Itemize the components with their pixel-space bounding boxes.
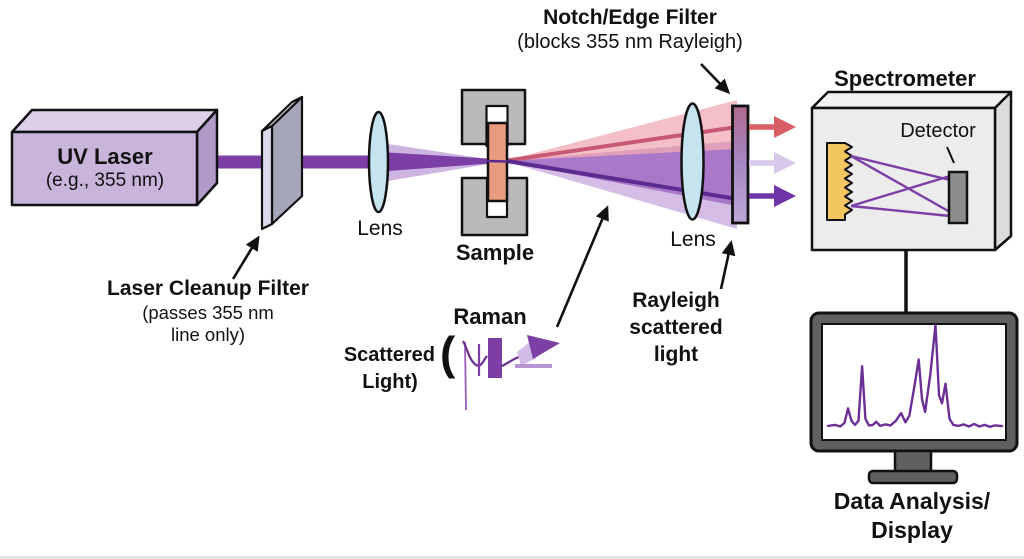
raman-open-paren: (: [440, 327, 456, 379]
cleanup-filter-arrow: [231, 235, 260, 280]
focused-beam: [388, 144, 504, 181]
rayleigh-light-arrow: [719, 240, 736, 290]
notch-filter-title: Notch/Edge Filter: [543, 6, 717, 29]
uv-laser-box: [10, 108, 219, 207]
uv-laser-label: UV Laser (e.g., 355 nm): [14, 144, 196, 192]
stokes-arrow: [749, 185, 796, 207]
diffraction-grating-icon: [826, 142, 853, 221]
cleanup-filter-sub2: line only): [170, 323, 246, 345]
image-bottom-edge: [0, 556, 1024, 559]
cleanup-filter-sub1: (passes 355 nm: [142, 301, 274, 323]
cleanup-filter-label: Laser Cleanup Filter (passes 355 nm line…: [85, 277, 331, 345]
collection-lens: [680, 102, 705, 221]
raman-light-arrow: [555, 205, 609, 328]
attenuated-rayleigh-arrow: [749, 152, 796, 174]
sample-label: Sample: [455, 240, 535, 265]
raman-light: Light): [362, 371, 418, 393]
raman-scattered: Scattered: [343, 344, 435, 366]
notch-filter-arrow: [700, 63, 731, 95]
uv-laser-title: UV Laser: [57, 144, 153, 169]
filtered-output-arrows: [749, 116, 796, 207]
notch-edge-filter: [731, 104, 750, 225]
sample-holder: [460, 88, 529, 237]
detector-pointer-line: [946, 146, 955, 164]
uv-laser-subtitle: (e.g., 355 nm): [45, 169, 165, 191]
annotation-arrows: [231, 63, 736, 328]
anti-stokes-arrow: [749, 116, 796, 138]
raman-title: Raman: [453, 304, 527, 329]
detector-label: Detector: [900, 120, 976, 142]
lens1-label: Lens: [357, 217, 403, 240]
notch-filter-label: Notch/Edge Filter (blocks 355 nm Rayleig…: [490, 6, 770, 54]
cleanup-filter-title: Laser Cleanup Filter: [107, 277, 309, 300]
notch-filter-sub: (blocks 355 nm Rayleigh): [517, 30, 743, 53]
spectrum-trace: [826, 323, 1004, 428]
detector-chip: [946, 146, 969, 225]
spectrometer-label: Spectrometer: [834, 66, 976, 91]
lens2-label: Lens: [670, 228, 716, 251]
rayleigh-label: Rayleigh scattered light: [629, 289, 723, 366]
monitor: [809, 311, 1019, 485]
focusing-lens: [367, 110, 390, 214]
internal-beam-paths: [850, 154, 951, 218]
scattered-light-cones: [503, 100, 738, 229]
raman-scattering-icon: [462, 335, 560, 411]
monitor-neck: [893, 449, 933, 474]
display-label: Data Analysis/ Display: [833, 488, 991, 543]
monitor-base: [867, 469, 959, 485]
cleanup-filter-plate: [260, 95, 304, 231]
